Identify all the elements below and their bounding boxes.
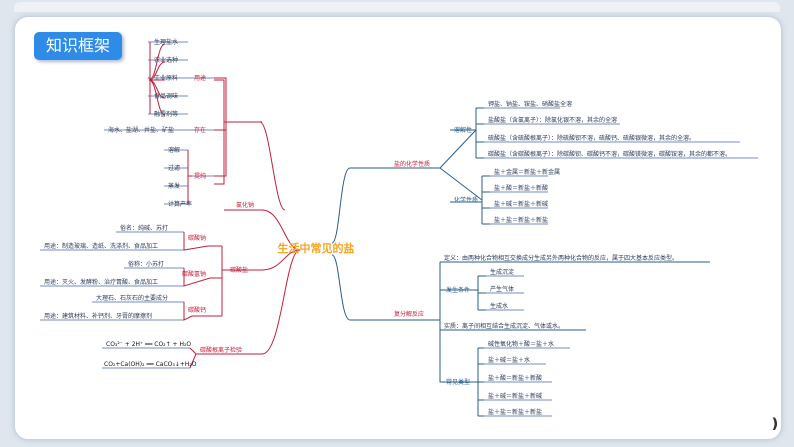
caco3-name: 大理石、石灰石的主要成分 [96, 294, 168, 302]
carbonate-test-label: 碳酸根离子检验 [200, 346, 242, 354]
reaction-rule: 盐＋盐＝新盐＋新盐 [494, 216, 548, 224]
condition-item: 产生气体 [490, 285, 514, 293]
slide-frame [14, 16, 782, 440]
link-center-exchange [331, 254, 440, 321]
na2co3-label: 碳酸钠 [188, 234, 206, 242]
solubility-rule: 钾盐、钠盐、铵盐、硝酸盐全溶 [488, 100, 572, 108]
nacl-exist-text: 海水、盐湖、井盐、矿盐 [108, 126, 174, 134]
reaction-type: 碱性氧化物＋酸＝盐＋水 [488, 340, 554, 348]
reaction-type: 盐＋碱＝盐＋水 [488, 356, 530, 364]
na2co3-name: 俗名：纯碱、苏打 [120, 224, 168, 232]
condition-item: 生成沉淀 [490, 268, 514, 276]
caco3-label: 碳酸钙 [188, 306, 206, 314]
nahco3-use: 用途：灭火、发酵粉、治疗胃酸、食品加工 [44, 278, 158, 286]
exchange-definition: 定义：由两种化合物相互交换成分生成另外两种化合物的反应，属于四大基本反应类型。 [444, 254, 678, 262]
nacl-exist-label: 存在 [194, 126, 206, 134]
nahco3-label: 碳酸氢钠 [182, 270, 206, 278]
page-title: 知识框架 [34, 32, 122, 60]
center-topic: 生活中常见的盐 [278, 241, 355, 255]
reaction-rule: 盐＋碱＝新盐＋新碱 [494, 200, 548, 208]
nacl-use-item: 工业原料 [154, 74, 178, 82]
nacl-use-item: 农业选种 [154, 56, 178, 64]
purify-step: 蒸发 [168, 182, 180, 190]
condition-item: 生成水 [490, 302, 508, 310]
solubility-rule: 碳酸盐（含碳酸根离子）：除碳酸钡、碳酸钙不溶，碳酸镁微溶，碳酸铵溶，其余的都不溶… [488, 150, 731, 158]
solubility-label: 溶解性 [454, 126, 472, 134]
purify-step: 溶解 [168, 146, 180, 154]
test-equation: CO₃²⁻ + 2H⁺ ══ CO₂↑ + H₂O [106, 341, 191, 348]
chem-properties-label: 盐的化学性质 [394, 160, 430, 168]
reaction-type: 盐＋酸＝新盐＋新酸 [488, 374, 542, 382]
nacl-use-item: 融雪剂等 [154, 110, 178, 118]
corner-scroll-icon: ❫ [769, 416, 781, 432]
window-top-strip [14, 2, 780, 12]
reaction-type: 盐＋盐＝新盐＋新盐 [488, 408, 542, 416]
nacl-purify-label: 提纯 [194, 172, 206, 180]
conditions-label: 发生条件 [446, 286, 470, 294]
exchange-essence: 实质：离子间相互结合生成沉淀、气体或水。 [444, 322, 564, 330]
reaction-rule: 盐＋金属＝新盐＋新金属 [494, 168, 560, 176]
caco3-use: 用途：建筑材料、补钙剂、牙膏的摩擦剂 [44, 312, 152, 320]
nacl-label: 氯化钠 [236, 201, 254, 209]
carbonate-label: 碳酸盐 [230, 266, 248, 274]
link-center-test [196, 249, 301, 355]
solubility-rule: 盐酸盐（含氯离子）：除氯化银不溶，其余的全溶 [488, 116, 617, 124]
link-center-chem [331, 167, 440, 244]
link-center-carbonate [226, 249, 301, 271]
nacl-use-item: 生理盐水 [154, 38, 178, 46]
reaction-rule: 盐＋酸＝新盐＋新酸 [494, 184, 548, 192]
purify-step: 计算产率 [168, 200, 192, 208]
reactions-label: 化学性质 [454, 196, 478, 204]
nahco3-name: 俗称：小苏打 [128, 260, 164, 268]
nacl-use-item: 食品调味 [154, 92, 178, 100]
solubility-rule: 硫酸盐（含硫酸根离子）：除硫酸钡不溶，硫酸钙、硫酸银微溶，其余的全溶。 [488, 134, 695, 142]
nacl-uses-label: 用途 [194, 74, 206, 82]
types-label: 常见类型 [446, 378, 470, 386]
purify-step: 过滤 [168, 164, 180, 172]
double-replacement-label: 复分解反应 [394, 310, 424, 318]
na2co3-use: 用途：制造玻璃、造纸、洗涤剂、食品加工 [44, 242, 158, 250]
reaction-type: 盐＋碱＝新盐＋新碱 [488, 392, 542, 400]
link-nacl-line [224, 121, 286, 211]
test-equation: CO₂+Ca(OH)₂ ══ CaCO₃↓+H₂O [104, 361, 197, 368]
link-center-nacl [224, 209, 301, 251]
